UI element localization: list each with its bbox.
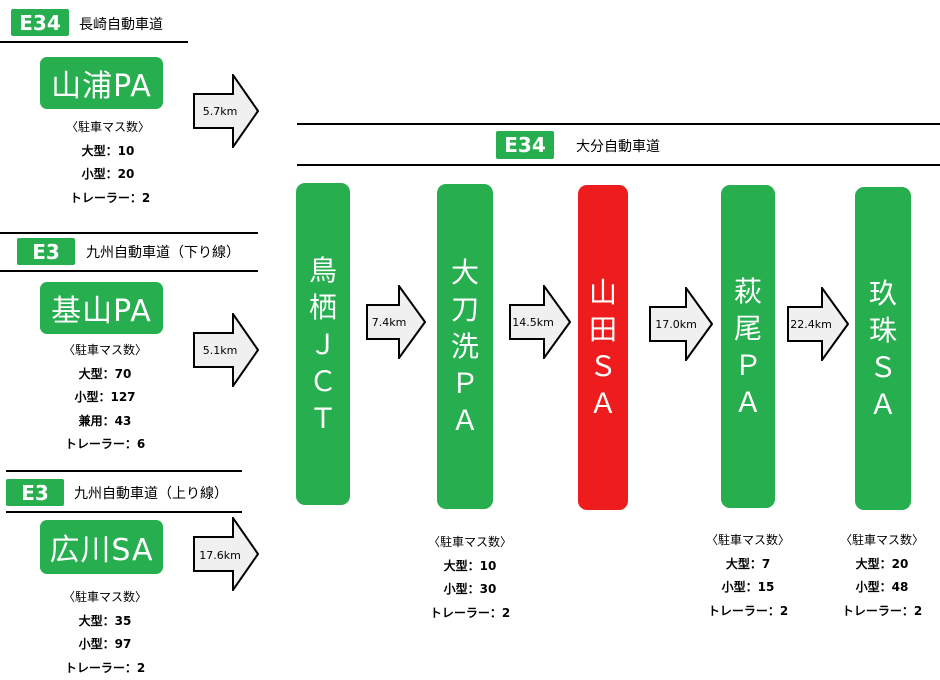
road-badge-e34-oita: E34 xyxy=(496,131,554,159)
parking-tachiarai: 〈駐車マス数〉 大型：10 小型：30 トレーラー：2 xyxy=(410,531,530,625)
parking-large: 大型：10 xyxy=(410,555,530,579)
pillar-char: 鳥 xyxy=(309,252,337,289)
connector-distance: 22.4km xyxy=(787,318,835,331)
divider-line xyxy=(6,470,242,472)
pillar-char: Ｔ xyxy=(309,400,337,437)
parking-large: 大型：70 xyxy=(40,363,170,387)
parking-kiyama: 〈駐車マス数〉 大型：70 小型：127 兼用：43 トレーラー：6 xyxy=(40,339,170,457)
pillar-char: Ｃ xyxy=(309,363,337,400)
distance-label: 5.1km xyxy=(196,344,244,357)
parking-trailer: トレーラー：2 xyxy=(410,602,530,626)
road-badge-e3-down: E3 xyxy=(17,238,75,265)
connector-distance: 14.5km xyxy=(509,316,557,329)
main-road-bottom-line xyxy=(297,164,940,166)
pillar-char: 珠 xyxy=(869,312,897,349)
parking-small: 小型：48 xyxy=(824,576,940,600)
parking-trailer: トレーラー：2 xyxy=(52,187,168,211)
parking-small: 小型：127 xyxy=(40,386,170,410)
station-kiyama-pa: 基山PA xyxy=(40,282,163,334)
pillar-char: Ａ xyxy=(734,384,762,421)
parking-title: 〈駐車マス数〉 xyxy=(40,586,170,610)
divider-line xyxy=(0,270,258,272)
pillar-char: 洗 xyxy=(451,328,479,365)
pillar-char: Ａ xyxy=(589,385,617,422)
pillar-char: 山 xyxy=(589,274,617,311)
divider-line xyxy=(0,232,258,234)
parking-title: 〈駐車マス数〉 xyxy=(410,531,530,555)
pillar-char: Ｊ xyxy=(309,326,337,363)
pillar-char: Ｓ xyxy=(869,349,897,386)
parking-hagio: 〈駐車マス数〉 大型：7 小型：15 トレーラー：2 xyxy=(688,529,808,623)
pillar-char: 刀 xyxy=(451,291,479,328)
road-badge-e34-nagasaki: E34 xyxy=(11,9,69,36)
connector-distance: 7.4km xyxy=(367,316,411,329)
parking-title: 〈駐車マス数〉 xyxy=(40,339,170,363)
divider-line xyxy=(0,41,188,43)
divider-line xyxy=(6,511,242,513)
pillar-char: Ｓ xyxy=(589,348,617,385)
pillar-yamada-sa: 山 田 Ｓ Ａ xyxy=(578,185,628,510)
parking-trailer: トレーラー：2 xyxy=(824,600,940,624)
pillar-char: Ａ xyxy=(869,386,897,423)
parking-large: 大型：20 xyxy=(824,553,940,577)
road-name-kyushu-down: 九州自動車道（下り線） xyxy=(86,242,240,262)
pillar-char: 栖 xyxy=(309,289,337,326)
pillar-hagio-pa: 萩 尾 Ｐ Ａ xyxy=(721,185,775,508)
pillar-tachiarai-pa: 大 刀 洗 Ｐ Ａ xyxy=(437,184,493,509)
parking-hirokawa: 〈駐車マス数〉 大型：35 小型：97 トレーラー：2 xyxy=(40,586,170,680)
pillar-char: 萩 xyxy=(734,273,762,310)
parking-yamaura: 〈駐車マス数〉 大型：10 小型：20 トレーラー：2 xyxy=(48,116,168,210)
parking-large: 大型：7 xyxy=(688,553,808,577)
parking-large: 大型：35 xyxy=(40,610,170,634)
parking-shared: 兼用：43 xyxy=(40,410,170,434)
parking-small: 小型：20 xyxy=(48,163,168,187)
road-name-kyushu-up: 九州自動車道（上り線） xyxy=(74,483,228,503)
distance-label: 5.7km xyxy=(196,105,244,118)
parking-kusu: 〈駐車マス数〉 大型：20 小型：48 トレーラー：2 xyxy=(824,529,940,623)
pillar-char: 大 xyxy=(451,254,479,291)
connector-distance: 17.0km xyxy=(652,318,700,331)
parking-small: 小型：15 xyxy=(688,576,808,600)
parking-title: 〈駐車マス数〉 xyxy=(824,529,940,553)
parking-small: 小型：30 xyxy=(410,578,530,602)
station-hirokawa-sa: 広川SA xyxy=(40,520,163,574)
pillar-tosu-jct: 鳥 栖 Ｊ Ｃ Ｔ xyxy=(296,183,350,505)
parking-title: 〈駐車マス数〉 xyxy=(688,529,808,553)
pillar-char: 田 xyxy=(589,311,617,348)
pillar-char: Ｐ xyxy=(451,365,479,402)
pillar-char: Ａ xyxy=(451,402,479,439)
parking-small: 小型：97 xyxy=(40,633,170,657)
station-yamaura-pa: 山浦PA xyxy=(40,57,163,109)
pillar-char: Ｐ xyxy=(734,347,762,384)
pillar-char: 尾 xyxy=(734,310,762,347)
distance-label: 17.6km xyxy=(196,549,244,562)
road-name-nagasaki: 長崎自動車道 xyxy=(79,14,163,34)
parking-large: 大型：10 xyxy=(48,140,168,164)
parking-trailer: トレーラー：2 xyxy=(40,657,170,680)
parking-trailer: トレーラー：6 xyxy=(40,433,170,457)
pillar-kusu-sa: 玖 珠 Ｓ Ａ xyxy=(855,187,911,510)
parking-title: 〈駐車マス数〉 xyxy=(48,116,168,140)
main-road-top-line xyxy=(297,123,940,125)
pillar-char: 玖 xyxy=(869,275,897,312)
parking-trailer: トレーラー：2 xyxy=(688,600,808,624)
road-name-oita: 大分自動車道 xyxy=(576,136,660,156)
road-badge-e3-up: E3 xyxy=(6,479,64,506)
